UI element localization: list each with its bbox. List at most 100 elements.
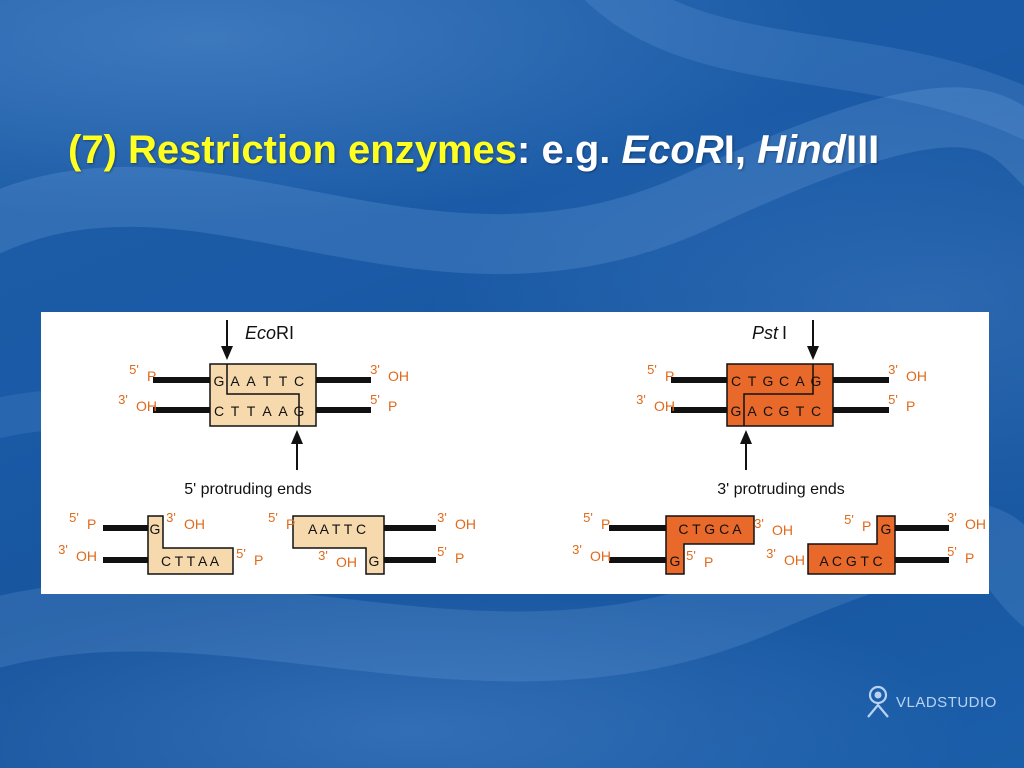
psti-frag-right-br-prime: 5' [947,544,957,559]
ecori-bottom-left-end-prime: 3' [118,392,128,407]
psti-bottom-base-5: C [811,403,821,419]
ecori-top-right-end-group: OH [388,368,409,384]
brand-logo-icon [867,685,889,718]
psti-frag-left-bl-prime: 3' [572,542,582,557]
psti-frag-right-br-group: P [965,550,974,566]
title-ecor-italic: EcoR [621,128,724,172]
psti-top-base-2: G [763,373,774,389]
ecori-frag-right-tl-prime: 5' [268,510,278,525]
ecori-frag-right-bottom-seq: G [369,553,380,569]
psti-frag-left-bl-group: OH [590,548,611,564]
psti-frag-right-tr-group: OH [965,516,986,532]
psti-frag-right-bl-prime: 3' [766,546,776,561]
psti-cut-line [743,364,814,426]
psti-arrow-top-head [807,346,819,360]
psti-frag-right-bl-group: OH [784,552,805,568]
ecori-top-base-2: A [246,373,256,389]
psti-top-base-4: A [795,373,805,389]
ecori-bottom-left-end-group: OH [136,398,157,414]
ecori-bottom-right-end-prime: 5' [370,392,380,407]
ecori-frag-left-bl-prime: 3' [58,542,68,557]
ecori-frag-right-br-prime: 5' [437,544,447,559]
psti-top-left-end-group: P [665,368,674,384]
ecori-frag-left-tl-prime: 5' [69,510,79,525]
psti-frag-left-tl-group: P [601,516,610,532]
ecori-bottom-base-4: A [278,403,288,419]
psti-top-right-end-prime: 3' [888,362,898,377]
psti-top-right-end-group: OH [906,368,927,384]
ecori-caption: 5' protruding ends [184,481,312,498]
title-ecor-suffix: I, [723,128,758,172]
psti-frag-right-box [807,515,896,575]
ecori-frag-right-box [292,515,385,575]
ecori-frag-left-br-prime: 5' [236,546,246,561]
psti-top-base-5: G [811,373,822,389]
ecori-top-right-end-prime: 3' [370,362,380,377]
psti-frag-right-bottom-seq: A C G T C [819,553,882,569]
psti-frag-right-top-seq: G [881,521,892,537]
ecori-top-left-end-group: P [147,368,156,384]
ecori-top-base-3: T [263,373,272,389]
psti-bottom-base-2: C [763,403,773,419]
ecori-bottom-base-2: T [247,403,256,419]
ecori-frag-right-tr-group: OH [455,516,476,532]
title-highlight: (7) Restriction enzymes [68,128,518,172]
ecori-bottom-base-0: C [214,403,224,419]
ecori-frag-left-bottom-seq: C T T A A [161,553,220,569]
ecori-frag-left-tr-group: OH [184,516,205,532]
psti-top-left-end-prime: 5' [647,362,657,377]
ecori-frag-right-tl-group: P [286,516,295,532]
ecori-frag-right-br-group: P [455,550,464,566]
psti-frag-left-bottom-seq: G [670,553,681,569]
psti-arrow-bottom-head [740,430,752,444]
psti-bottom-right-end-prime: 5' [888,392,898,407]
ecori-bottom-base-1: T [231,403,240,419]
psti-frag-left-top-seq: C T G C A [678,521,742,537]
psti-bottom-left-end-prime: 3' [636,392,646,407]
psti-frag-right-tl-group: P [862,518,871,534]
ecori-frag-left-br-group: P [254,552,263,568]
ecori-arrow-bottom-head [291,430,303,444]
ecori-top-base-0: G [214,373,225,389]
psti-top-base-0: C [731,373,741,389]
psti-bottom-base-1: A [747,403,757,419]
ecori-top-left-end-prime: 5' [129,362,139,377]
psti-bottom-base-0: G [731,403,742,419]
ecori-frag-left-box [147,515,234,575]
psti-top-base-1: T [748,373,757,389]
ecori-frag-left-top-seq: G [150,521,161,537]
ecori-bottom-base-3: A [262,403,272,419]
psti-frag-left-br-group: P [704,554,713,570]
title-hind-suffix: III [845,128,880,172]
psti-caption: 3' protruding ends [717,481,845,498]
psti-frag-left-tr-group: OH [772,522,793,538]
psti-bottom-base-3: G [779,403,790,419]
ecori-top-base-1: A [230,373,240,389]
psti-bottom-right-end-group: P [906,398,915,414]
ecori-enzyme-label: EcoRI [245,323,294,343]
ecori-arrow-top-head [221,346,233,360]
ecori-frag-left-tl-group: P [87,516,96,532]
ecori-bottom-base-5: G [294,403,305,419]
psti-bottom-left-end-group: OH [654,398,675,414]
vladstudio-watermark: VLADSTUDIO [866,684,997,720]
title-hind-italic: Hind [757,128,846,172]
brand-name: VLADSTUDIO [896,693,997,711]
ecori-frag-right-bl-group: OH [336,554,357,570]
ecori-frag-left-tr-prime: 3' [166,510,176,525]
ecori-frag-right-bl-prime: 3' [318,548,328,563]
psti-top-base-3: C [779,373,789,389]
ecori-top-base-4: T [279,373,288,389]
ecori-bottom-right-end-group: P [388,398,397,414]
psti-frag-left-box [665,515,755,575]
psti-frag-right-tl-prime: 5' [844,512,854,527]
ecori-frag-right-tr-prime: 3' [437,510,447,525]
ecori-cut-line [226,364,300,426]
psti-frag-left-tl-prime: 5' [583,510,593,525]
slide-title: (7) Restriction enzymes: e.g. EcoRI, Hin… [68,128,879,173]
psti-bottom-base-4: T [796,403,805,419]
title-eg: : e.g. [517,128,622,172]
ecori-frag-left-bl-group: OH [76,548,97,564]
